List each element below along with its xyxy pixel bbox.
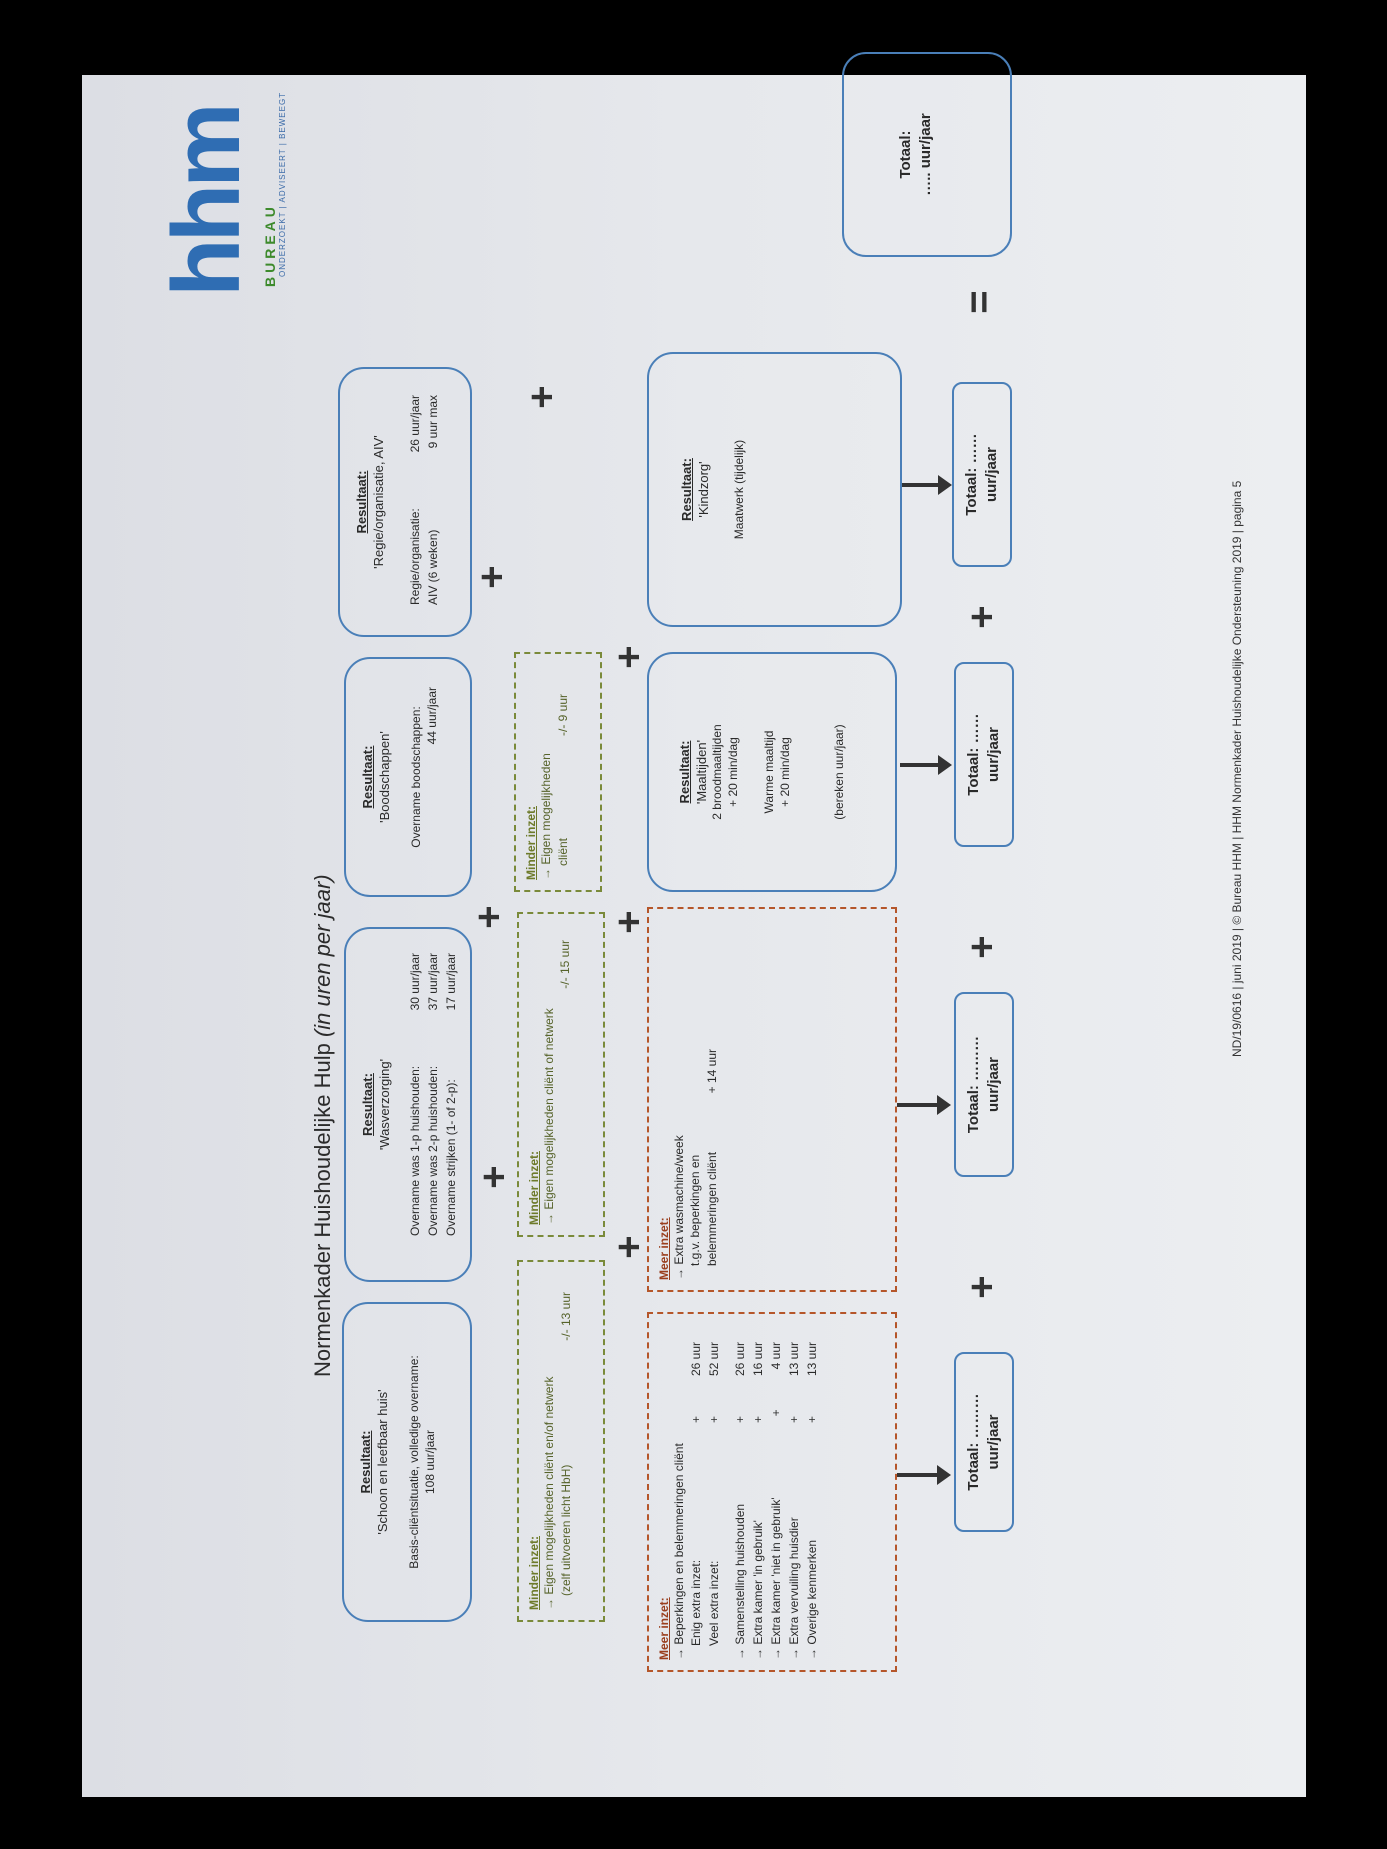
box-kindzorg: Resultaat: 'Kindzorg' Maatwerk (tijdelij… bbox=[647, 352, 902, 627]
meer-inzet-row: → Extra kamer 'niet in gebruik'+4 uur bbox=[769, 1342, 783, 1660]
plus-sign: + bbox=[960, 935, 1004, 959]
plus-sign: + bbox=[960, 605, 1004, 629]
hhm-logo: hhm bbox=[153, 106, 260, 297]
meer-inzet-list: Enig extra inzet:+26 uur Veel extra inzet… bbox=[687, 1324, 821, 1660]
plus-sign: + bbox=[470, 565, 514, 589]
logo-bureau-text: BUREAU bbox=[262, 203, 278, 287]
total-boodschappen: Totaal: ……uur/jaar bbox=[954, 662, 1014, 847]
was-row-1: Overname was 1-p huishouden:30 uur/jaar bbox=[408, 953, 422, 1236]
equals-sign: = bbox=[957, 290, 1001, 314]
rotated-page: Normenkader Huishoudelijke Hulp (in uren… bbox=[82, 52, 1306, 1797]
box-minder-inzet-3: Minder inzet: → Eigen mogelijkheden clië… bbox=[514, 652, 602, 892]
arrow-down bbox=[897, 1473, 947, 1477]
total-was: Totaal: ………uur/jaar bbox=[954, 992, 1014, 1177]
arrow-down bbox=[902, 483, 948, 487]
plus-sign: + bbox=[607, 1235, 651, 1259]
total-schoon: Totaal: ………uur/jaar bbox=[954, 1352, 1014, 1532]
box-maaltijden: Resultaat: 'Maaltijden' 2 broodmaaltijde… bbox=[647, 652, 897, 892]
meer-inzet-row: Veel extra inzet:+52 uur bbox=[707, 1342, 721, 1646]
meer-inzet-row: → Extra vervuiling huisdier+13 uur bbox=[787, 1342, 801, 1660]
plus-sign: + bbox=[472, 1165, 516, 1189]
plus-sign: + bbox=[520, 385, 564, 409]
grand-total-box: Totaal:….. uur/jaar bbox=[842, 52, 1012, 257]
box-minder-inzet-1: Minder inzet: → Eigen mogelijkheden clië… bbox=[517, 1260, 605, 1622]
meer-inzet-row: → Overige kenmerken+13 uur bbox=[805, 1342, 819, 1660]
meer-inzet-row: → Samenstelling huishouden+26 uur bbox=[733, 1342, 747, 1660]
plus-sign: + bbox=[467, 905, 511, 929]
box-minder-inzet-2: Minder inzet: → Eigen mogelijkheden clië… bbox=[517, 912, 605, 1237]
logo-tagline: ONDERZOEKT | ADVISEERT | BEWEEGT bbox=[278, 91, 287, 277]
plus-sign: + bbox=[607, 910, 651, 934]
paper-sheet bbox=[82, 75, 1306, 1797]
was-row-3: Overname strijken (1- of 2-p):17 uur/jaa… bbox=[444, 953, 458, 1236]
plus-sign: + bbox=[607, 645, 651, 669]
box-meer-inzet-1: Meer inzet: → Beperkingen en belemmering… bbox=[647, 1312, 897, 1672]
meer-inzet-row: → Extra kamer 'in gebruik'+16 uur bbox=[751, 1342, 765, 1660]
box-boodschappen: Resultaat: 'Boodschappen' Overname boods… bbox=[344, 657, 472, 897]
plus-sign: + bbox=[960, 1275, 1004, 1299]
meer-inzet-row: Enig extra inzet:+26 uur bbox=[689, 1342, 703, 1646]
arrow-down bbox=[900, 763, 948, 767]
was-row-2: Overname was 2-p huishouden:37 uur/jaar bbox=[426, 953, 440, 1236]
total-regie-kind: Totaal: ……uur/jaar bbox=[952, 382, 1012, 567]
footer-text: ND/19/0616 | juni 2019 | © Bureau HHM | … bbox=[1230, 480, 1244, 1057]
box-meer-inzet-2: Meer inzet: → Extra wasmachine/week t.g.… bbox=[647, 907, 897, 1292]
page-title: Normenkader Huishoudelijke Hulp (in uren… bbox=[310, 874, 335, 1377]
box-wasverzorging: Resultaat: 'Wasverzorging' Overname was … bbox=[344, 927, 472, 1282]
arrow-down bbox=[897, 1103, 947, 1107]
box-schoon-huis: Resultaat: 'Schoon en leefbaar huis' Bas… bbox=[342, 1302, 472, 1622]
box-regie-aiv: Resultaat: 'Regie/organisatie, AIV' Regi… bbox=[338, 367, 472, 637]
